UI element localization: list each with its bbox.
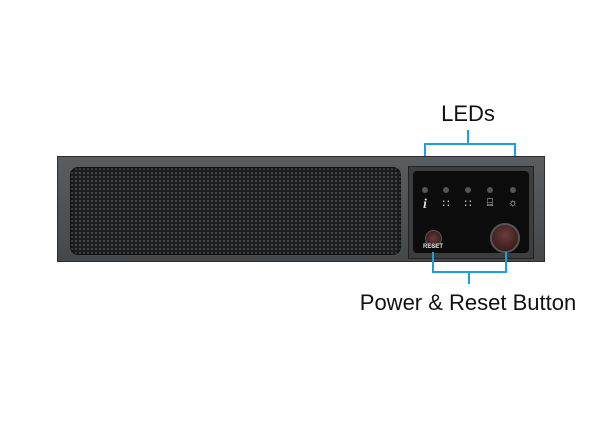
leds-callout bbox=[424, 143, 426, 165]
led-info bbox=[422, 187, 428, 193]
buttons-label: Power & Reset Button bbox=[359, 290, 577, 315]
led-power bbox=[510, 187, 516, 193]
buttons-callout bbox=[432, 252, 434, 273]
network1-icon: ∷ bbox=[442, 198, 450, 210]
buttons-callout bbox=[505, 252, 507, 273]
led-lan1 bbox=[443, 187, 449, 193]
reset-button[interactable] bbox=[425, 230, 442, 247]
reset-label: RESET bbox=[422, 244, 443, 250]
led-lan2 bbox=[465, 187, 471, 193]
leds-callout bbox=[467, 130, 469, 144]
led-hdd bbox=[487, 187, 493, 193]
leds-callout bbox=[514, 143, 516, 165]
buttons-callout bbox=[468, 271, 470, 284]
leds-label: LEDs bbox=[441, 101, 495, 126]
front-grille bbox=[70, 167, 401, 255]
info-icon: i bbox=[423, 197, 427, 212]
power-led-icon: ☼ bbox=[507, 197, 519, 209]
network2-icon: ∷ bbox=[464, 198, 472, 210]
hdd-icon: ⌸ bbox=[486, 197, 494, 209]
leds-callout bbox=[424, 143, 516, 145]
power-button[interactable] bbox=[490, 223, 520, 253]
